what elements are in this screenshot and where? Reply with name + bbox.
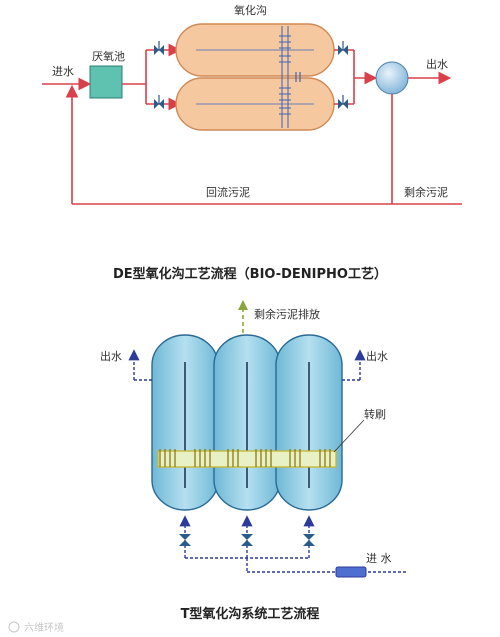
excess-sludge-label: 剩余污泥 (404, 185, 448, 199)
diagram-title: DE型氧化沟工艺流程（BIO-DENIPHO工艺） (113, 266, 387, 282)
ditch-label: 氧化沟 (234, 3, 267, 17)
clarifier (375, 61, 409, 95)
discharge-arrow-icon (238, 300, 248, 310)
outlet-label: 出水 (426, 57, 448, 71)
inlet-label: 进 水 (366, 552, 392, 565)
rotor-ladder (279, 26, 291, 128)
de-ditch-diagram: 进水 厌氧池 氧化沟 (42, 3, 462, 282)
anaerobic-tank (89, 65, 123, 99)
diagram-title: T型氧化沟系统工艺流程 (181, 606, 320, 622)
valve-icon (338, 95, 348, 109)
valve-icon (338, 41, 348, 55)
excess-sludge-discharge-label: 剩余污泥排放 (254, 307, 320, 321)
watermark-text: 六维环境 (24, 621, 64, 634)
outlet-left-label: 出水 (100, 349, 122, 363)
valve-icon (303, 534, 315, 546)
connecting-gate (295, 72, 301, 82)
valve-icon (179, 534, 191, 546)
inlet-flow-meter (335, 566, 367, 578)
t-ditch-diagram: 剩余污泥排放 转刷 出水 出水 (100, 300, 406, 622)
anaerobic-tank-label: 厌氧池 (92, 49, 125, 63)
return-sludge-label: 回流污泥 (206, 185, 250, 199)
outlet-right-label: 出水 (366, 349, 388, 363)
rotor-callout-line (333, 419, 365, 453)
valve-icon (241, 534, 253, 546)
rotor-label: 转刷 (364, 407, 386, 421)
watermark: 六维环境 (8, 621, 64, 634)
valve-icon (154, 41, 164, 55)
valve-icon (154, 95, 164, 109)
inlet-label: 进水 (52, 65, 74, 78)
rotor-brush-band (157, 449, 337, 468)
